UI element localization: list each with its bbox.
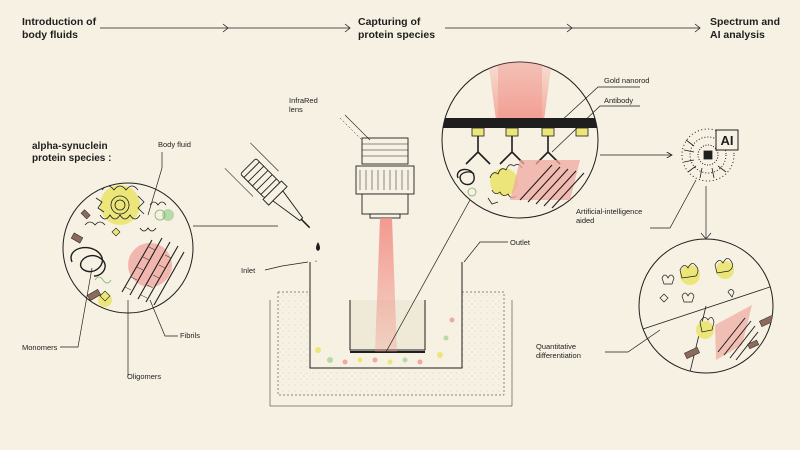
label-quant-line2: differentiation [536, 351, 581, 360]
label-antibody: Antibody [604, 96, 634, 105]
infrared-lens [339, 114, 415, 219]
species-title-line2: protein species : [32, 153, 112, 164]
step-capturing-line1: Capturing of [358, 16, 421, 28]
label-infrared-lens: InfraRed lens [289, 96, 318, 114]
label-inlet: Inlet [241, 266, 256, 275]
label-infrared-line2: lens [289, 105, 303, 114]
ai-chip [681, 128, 739, 182]
step-introduction-line2: body fluids [22, 29, 78, 41]
species-title: alpha-synuclein protein species : [32, 141, 111, 165]
pipette [224, 142, 311, 229]
label-ai-aided-line2: aided [576, 216, 595, 225]
label-quantitative: Quantitative differentiation [536, 342, 581, 360]
step-arrow-2 [445, 23, 701, 33]
label-quant-line1: Quantitative [536, 342, 577, 351]
species-title-line1: alpha-synuclein [32, 141, 108, 152]
differentiation-circle [638, 238, 774, 374]
capture-circle [441, 61, 599, 219]
label-body-fluid: Body fluid [158, 140, 191, 149]
label-outlet: Outlet [510, 238, 531, 247]
label-gold-nanorod: Gold nanorod [604, 76, 650, 85]
step-spectrum-line2: AI analysis [710, 29, 765, 41]
label-infrared-line1: InfraRed [289, 96, 318, 105]
left-leader-lines [60, 152, 278, 376]
step-spectrum: Spectrum and AI analysis [710, 16, 780, 42]
step-introduction-line1: Introduction of [22, 16, 97, 28]
step-capturing-line2: protein species [358, 29, 436, 41]
infrared-beam [375, 218, 397, 352]
label-fibrils: Fibrils [180, 331, 200, 340]
label-ai-aided: Artificial-intelligence aided [576, 207, 642, 225]
step-arrow-1 [100, 23, 351, 33]
step-introduction: Introduction of body fluids [22, 16, 96, 42]
step-capturing: Capturing of protein species [358, 16, 435, 42]
label-oligomers: Oligomers [127, 372, 162, 381]
label-monomers: Monomers [22, 343, 58, 352]
label-ai-aided-line1: Artificial-intelligence [576, 207, 643, 216]
step-spectrum-line1: Spectrum and [710, 16, 781, 28]
ai-badge-text: AI [720, 133, 734, 148]
protein-species-circle [62, 182, 194, 314]
